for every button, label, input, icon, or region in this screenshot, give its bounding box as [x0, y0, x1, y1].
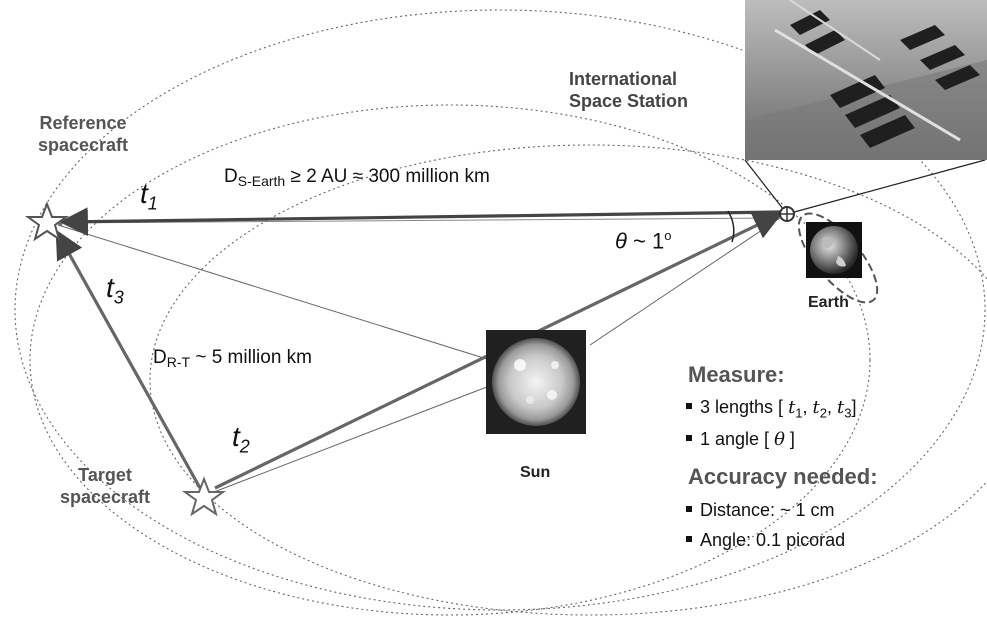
- t2-sub: 2: [239, 436, 250, 457]
- iss-label-line2: Space Station: [569, 91, 689, 111]
- measure-lengths-sep2: ,: [827, 397, 838, 417]
- accuracy-heading: Accuracy needed:: [688, 464, 878, 489]
- measure-angle-item: 1 angle [ θ ]: [686, 429, 795, 450]
- bullet-square: [686, 403, 692, 410]
- target-label-line2: spacecraft: [59, 487, 151, 507]
- sun-label: Sun: [520, 464, 551, 481]
- earth-image: [806, 222, 862, 278]
- iss-label-line1: International: [569, 69, 678, 89]
- d-r-t-symbol: D: [153, 347, 167, 368]
- iss-callout-line-left: [744, 159, 788, 215]
- target-spacecraft-star: [181, 476, 227, 517]
- accuracy-distance-item: Distance: ~ 1 cm: [686, 500, 835, 521]
- t1-line: [59, 207, 781, 237]
- theta-text: ~ 1: [626, 228, 665, 254]
- reference-spacecraft-star: [24, 201, 70, 242]
- outer-orbit: [14, 9, 986, 611]
- ml-t2-sub: 2: [819, 405, 828, 421]
- t2-base: t: [232, 421, 240, 452]
- measure-angle-symbol: θ: [774, 429, 785, 450]
- t1-sub: 1: [147, 193, 158, 214]
- d-s-earth-text: ≥ 2 AU ≈ 300 million km: [285, 166, 490, 187]
- ml-t3-base: t: [837, 397, 845, 418]
- bullet-square: [686, 536, 692, 543]
- orbits: [14, 9, 987, 616]
- earth-label: Earth: [808, 294, 849, 311]
- earth-marker: [779, 206, 795, 222]
- accuracy-angle-text: Angle: 0.1 picorad: [700, 530, 846, 550]
- t2-label: t2: [232, 421, 250, 458]
- theta-symbol: θ: [615, 228, 627, 254]
- t3-sub: 3: [113, 287, 124, 308]
- target-to-sun-thin-line: [213, 384, 493, 493]
- earth-to-reference-thin-line: [55, 217, 781, 227]
- middle-orbit: [29, 104, 871, 616]
- t3-base: t: [106, 272, 114, 303]
- theta-label: θ ~ 1o: [615, 228, 671, 254]
- measure-angle-suffix: ]: [784, 429, 795, 449]
- ml-t3-sub: 3: [844, 405, 852, 421]
- inner-orbit: [149, 144, 987, 616]
- ml-t2-base: t: [812, 397, 820, 418]
- t1-base: t: [140, 178, 148, 209]
- measure-angle-prefix: 1 angle [: [700, 429, 775, 449]
- measure-lengths-sep1: ,: [802, 397, 813, 417]
- measure-lengths-prefix: 3 lengths [: [700, 397, 789, 417]
- d-r-t-label: DR-T ~ 5 million km: [153, 347, 312, 370]
- iss-callout-line-right: [786, 159, 986, 215]
- iss-label: International Space Station: [569, 68, 688, 112]
- target-label-line1: Target: [78, 465, 132, 485]
- reference-label-line2: spacecraft: [37, 135, 129, 155]
- t3-label: t3: [106, 272, 124, 309]
- d-r-t-text: ~ 5 million km: [190, 347, 313, 368]
- reference-label-line1: Reference: [39, 113, 127, 133]
- ml-t1-base: t: [788, 397, 796, 418]
- theta-arc: [727, 210, 735, 243]
- t1-label: t1: [140, 178, 158, 215]
- d-s-earth-label: DS-Earth ≥ 2 AU ≈ 300 million km: [224, 166, 490, 189]
- target-label: Target spacecraft: [30, 464, 180, 508]
- sun-to-reference-thin-line: [57, 224, 491, 361]
- measure-heading: Measure:: [688, 362, 785, 387]
- accuracy-distance-text: Distance: ~ 1 cm: [700, 500, 835, 520]
- measure-lengths-item: 3 lengths [ t1, t2, t3]: [686, 397, 857, 421]
- d-r-t-subscript: R-T: [166, 354, 191, 370]
- accuracy-angle-item: Angle: 0.1 picorad: [686, 530, 845, 551]
- sun-to-earth-thin-line: [589, 217, 781, 346]
- d-s-earth-subscript: S-Earth: [237, 173, 286, 189]
- bullet-square: [686, 435, 692, 442]
- bullet-square: [686, 506, 692, 513]
- d-s-earth-symbol: D: [224, 166, 238, 187]
- sun-image: [486, 330, 586, 434]
- measure-lengths-suffix: ]: [851, 397, 857, 417]
- theta-unit: o: [664, 228, 672, 243]
- reference-label: Reference spacecraft: [8, 112, 158, 156]
- t3-line: [55, 229, 202, 489]
- ml-t1-sub: 1: [795, 405, 803, 421]
- iss-image: [745, 0, 987, 160]
